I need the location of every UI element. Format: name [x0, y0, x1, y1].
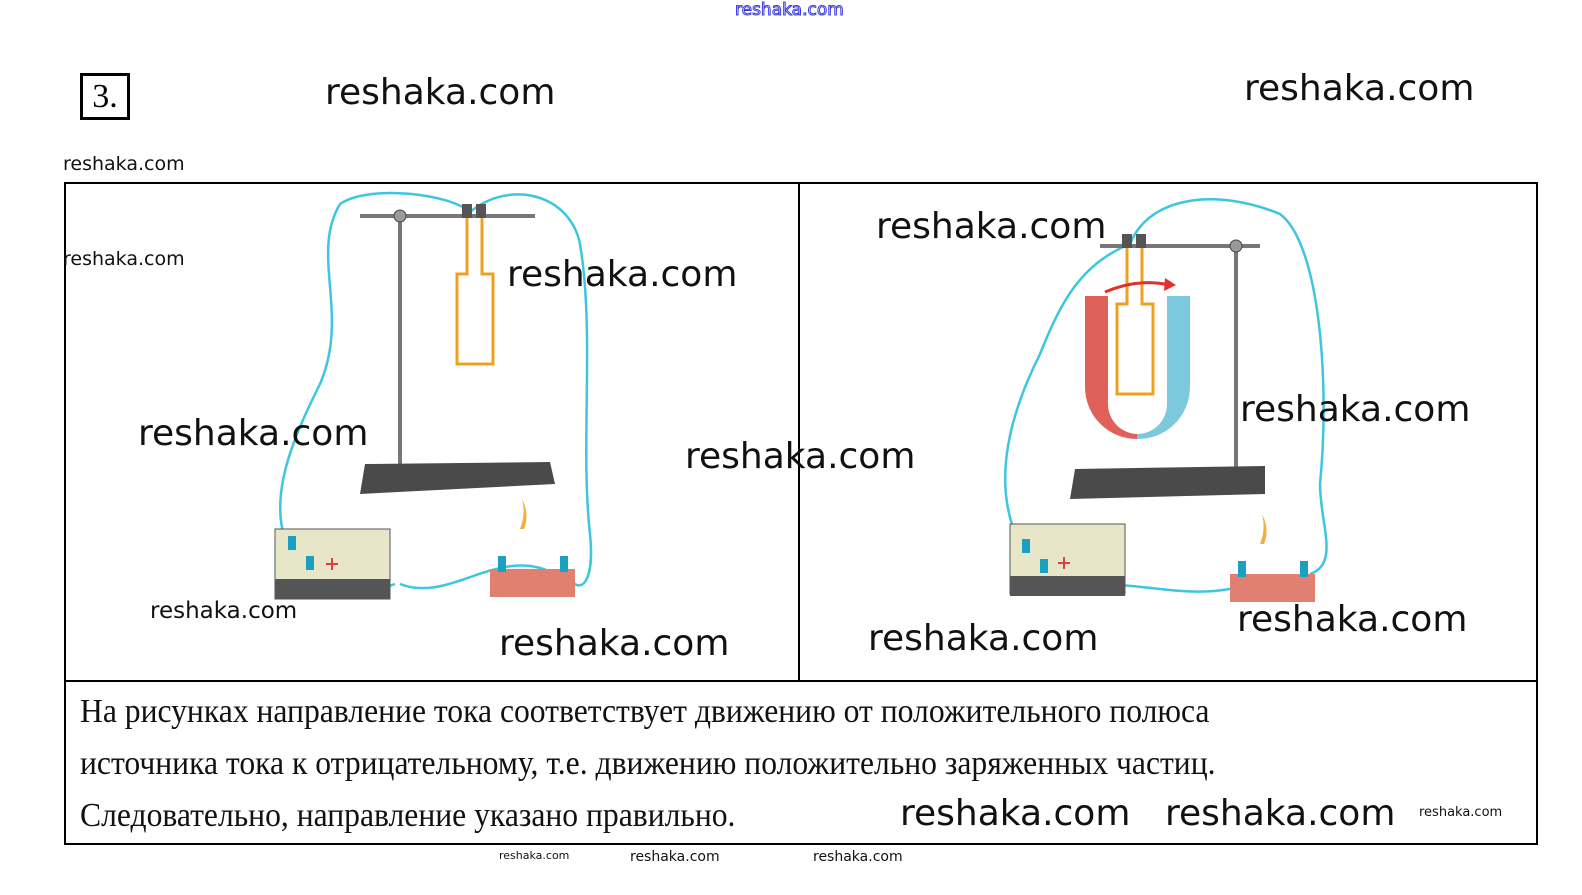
plus-sign-icon [1058, 557, 1070, 569]
stand-rod [1234, 244, 1238, 474]
clamp [1229, 239, 1243, 253]
stand-base [1070, 466, 1265, 499]
switch [1230, 574, 1315, 602]
watermark: reshaka.com [1165, 793, 1396, 834]
circuit-figure-left [274, 191, 593, 600]
watermark: reshaka.com [813, 849, 903, 865]
watermark: reshaka.com [876, 206, 1107, 247]
rotation-arrow-icon [1104, 281, 1166, 294]
watermark: reshaka.com [868, 618, 1099, 659]
watermark: reshaka.com [1240, 389, 1471, 430]
watermark: reshaka.com [507, 254, 738, 295]
divider [64, 680, 1536, 682]
watermark: reshaka.com [138, 413, 369, 454]
stand-rod [398, 214, 402, 474]
watermark: reshaka.com [63, 248, 185, 270]
watermark: reshaka.com [1237, 599, 1468, 640]
watermark: reshaka.com [685, 436, 916, 477]
watermark: reshaka.com [325, 72, 556, 113]
watermark: reshaka.com [1419, 805, 1503, 820]
answer-line: Следовательно, направление указано прави… [80, 797, 736, 834]
plus-sign-icon [326, 558, 338, 570]
answer-line: На рисунках направление тока соответству… [80, 693, 1210, 730]
watermark: reshaka.com [735, 0, 845, 20]
magnet [1085, 296, 1138, 440]
watermark: reshaka.com [63, 153, 185, 175]
conductor-frame [1115, 248, 1155, 396]
watermark: reshaka.com [900, 793, 1131, 834]
watermark: reshaka.com [150, 598, 298, 624]
stand-base [360, 462, 555, 494]
task-number: 3. [80, 73, 130, 120]
answer-line: источника тока к отрицательному, т.е. дв… [80, 745, 1216, 782]
crossbar [360, 214, 535, 218]
conductor-frame [455, 218, 495, 366]
figure-table [64, 182, 1538, 845]
watermark: reshaka.com [1244, 68, 1475, 109]
circuit-figure-right [1003, 198, 1328, 602]
watermark: reshaka.com [630, 849, 720, 865]
clamp [393, 209, 407, 223]
watermark: reshaka.com [499, 849, 570, 862]
crossbar [1100, 244, 1260, 248]
watermark: reshaka.com [499, 623, 730, 664]
answer-text: На рисунках направление тока соответству… [80, 686, 1301, 842]
switch [490, 569, 575, 597]
divider [798, 182, 800, 681]
